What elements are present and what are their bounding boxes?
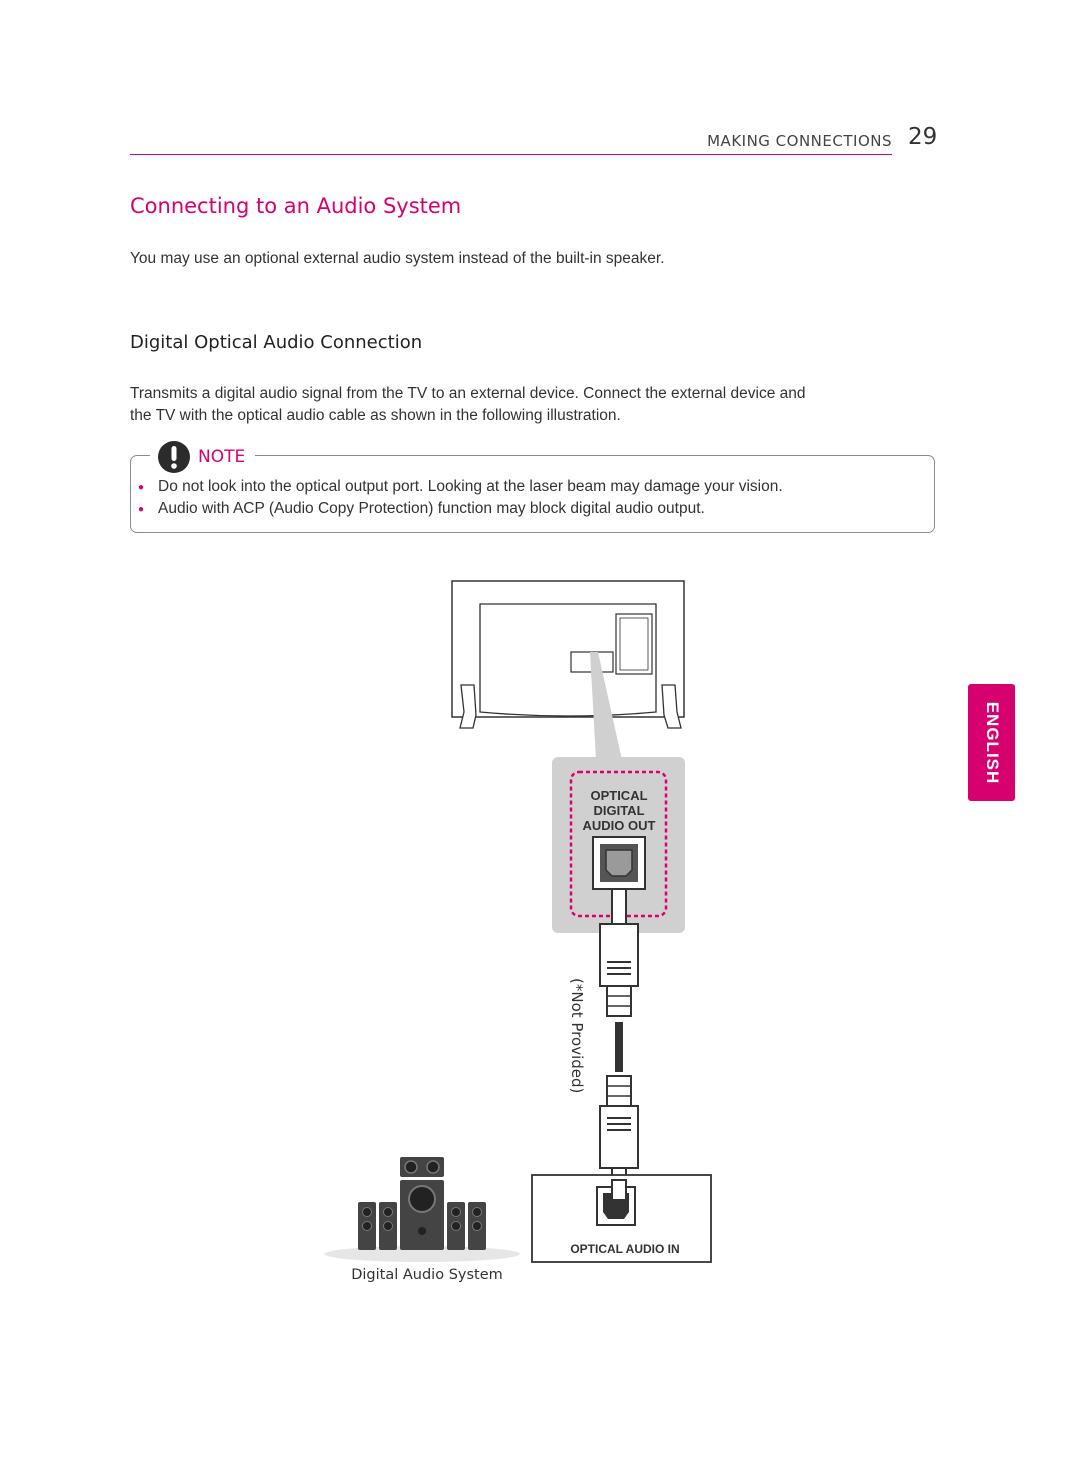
device-port-label: OPTICAL AUDIO IN: [570, 1242, 679, 1256]
zoom-callout: [590, 652, 622, 760]
speaker-system-icon: [324, 1157, 520, 1262]
description-line: Transmits a digital audio signal from th…: [130, 385, 806, 402]
tv-back-illustration: [451, 580, 685, 729]
port-label-line: DIGITAL: [593, 803, 644, 818]
bullet-icon: ●: [138, 481, 145, 493]
note-list: ● Do not look into the optical output po…: [138, 476, 783, 520]
speaker-caption: Digital Audio System: [351, 1267, 503, 1283]
port-label-line: AUDIO OUT: [583, 818, 656, 833]
description-line: the TV with the optical audio cable as s…: [130, 407, 621, 424]
language-tab: ENGLISH: [968, 684, 1015, 801]
note-item-text: Do not look into the optical output port…: [158, 478, 783, 495]
port-label-line: OPTICAL: [590, 788, 647, 803]
cable-note: (*Not Provided): [568, 978, 586, 1093]
header-rule: [130, 154, 892, 155]
bullet-icon: ●: [138, 503, 145, 515]
note-label: NOTE: [198, 447, 246, 467]
section-subtitle: Digital Optical Audio Connection: [130, 332, 423, 353]
note-heading: NOTE: [150, 440, 256, 474]
note-item: ● Do not look into the optical output po…: [138, 476, 783, 498]
note-item-text: Audio with ACP (Audio Copy Protection) f…: [158, 500, 705, 517]
note-box: [130, 455, 935, 533]
description-paragraph: Transmits a digital audio signal from th…: [130, 383, 930, 427]
page-title: Connecting to an Audio System: [130, 194, 462, 218]
page-number: 29: [908, 124, 938, 150]
audio-device-panel: OPTICAL AUDIO IN: [531, 1174, 712, 1263]
note-item: ● Audio with ACP (Audio Copy Protection)…: [138, 498, 783, 520]
optical-port-zoom: OPTICAL DIGITAL AUDIO OUT: [552, 757, 685, 933]
exclamation-icon: [158, 441, 190, 473]
intro-paragraph: You may use an optional external audio s…: [130, 250, 665, 267]
section-header: MAKING CONNECTIONS: [707, 132, 892, 150]
optical-cable: [599, 888, 639, 1197]
